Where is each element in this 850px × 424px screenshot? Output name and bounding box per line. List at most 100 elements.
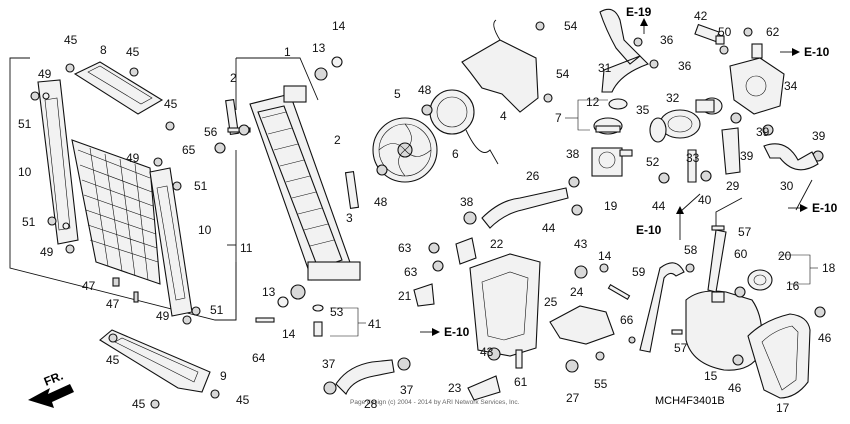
bolt-55 <box>595 351 605 361</box>
callout: 28 <box>364 397 378 411</box>
callout: 29 <box>726 179 740 193</box>
callout: 10 <box>18 165 32 179</box>
clamp-38-lower <box>463 211 477 225</box>
callout: 17 <box>776 401 790 415</box>
callout: 45 <box>132 397 146 411</box>
hose-60 <box>707 229 727 293</box>
callout: 45 <box>64 33 78 47</box>
callout: 2 <box>230 71 237 85</box>
callout: 57 <box>674 341 688 355</box>
callout: 58 <box>684 243 698 257</box>
callout: 54 <box>556 67 570 81</box>
hose-30 <box>763 143 819 171</box>
callout: 54 <box>564 19 578 33</box>
lower-cover <box>99 329 211 393</box>
callout-numbers: 1 2 2 3 4 5 6 7 8 9 10 10 11 12 13 13 14… <box>18 9 836 415</box>
hose-29 <box>721 127 741 175</box>
clip-58 <box>685 263 695 273</box>
hose-59 <box>639 262 685 353</box>
callout: 65 <box>182 143 196 157</box>
pump-pipe-33 <box>687 149 697 183</box>
callout: 43 <box>480 345 494 359</box>
rubber-strip-right <box>344 170 360 210</box>
callout: 2 <box>334 133 341 147</box>
callout: 63 <box>404 265 418 279</box>
upper-cover <box>73 61 164 115</box>
callout: 47 <box>82 279 96 293</box>
callout: 45 <box>126 45 140 59</box>
callout: 20 <box>778 249 792 263</box>
callout: 10 <box>198 223 212 237</box>
callout: 48 <box>418 83 432 97</box>
callout: 3 <box>346 211 353 225</box>
callout: 22 <box>490 237 504 251</box>
callout: 45 <box>106 353 120 367</box>
bolt-washers-left <box>30 63 220 409</box>
callout: 46 <box>728 381 742 395</box>
callout: 12 <box>586 95 600 109</box>
callout: 51 <box>210 303 224 317</box>
callout: 43 <box>574 237 588 251</box>
bolt-14-mid <box>599 263 609 273</box>
callout: 57 <box>738 225 752 239</box>
callout: 33 <box>686 151 700 165</box>
callout: 38 <box>460 195 474 209</box>
callout: 49 <box>156 309 170 323</box>
bolt-36-upper <box>633 37 643 47</box>
callout: 5 <box>394 87 401 101</box>
callout: 7 <box>555 111 562 125</box>
clamp-39-b <box>762 124 774 136</box>
callout: 32 <box>666 91 680 105</box>
side-shroud-left <box>37 79 79 245</box>
bolt-61 <box>515 349 523 369</box>
callout: 52 <box>646 155 660 169</box>
callout: 41 <box>368 317 382 331</box>
callout: 11 <box>240 241 253 255</box>
stay-24 <box>549 305 615 345</box>
radiator-cap <box>593 117 623 135</box>
callout: 51 <box>18 117 32 131</box>
callout: 51 <box>194 179 208 193</box>
ref-e10-top: E-10 <box>804 45 830 59</box>
callout: 14 <box>282 327 296 341</box>
grommet-lower <box>255 284 306 323</box>
bolt-44-lower <box>571 204 583 216</box>
callout: 14 <box>332 19 346 33</box>
callout: 51 <box>22 215 36 229</box>
bolt-46-lower <box>732 354 744 366</box>
callout: 23 <box>448 381 462 395</box>
callout: 46 <box>818 331 832 345</box>
fan-motor <box>429 89 499 165</box>
o-ring-52 <box>649 117 667 143</box>
callout: 37 <box>400 383 414 397</box>
bolt-55b <box>628 336 636 344</box>
callout: 15 <box>704 369 718 383</box>
bolt-63-lower <box>432 260 444 272</box>
diagram-code: MCH4F3401B <box>655 395 725 407</box>
callout: 60 <box>734 247 748 261</box>
callout: 9 <box>220 369 227 383</box>
bolt-56 <box>227 124 251 136</box>
callout: 26 <box>526 169 540 183</box>
arrow-e10-right <box>800 204 808 212</box>
callout: 66 <box>620 313 634 327</box>
callout: 45 <box>164 97 178 111</box>
hose-28 <box>335 359 395 395</box>
bracket-22 <box>455 237 477 265</box>
callout: 8 <box>100 43 107 57</box>
ref-e10-mid: E-10 <box>636 223 662 237</box>
bolt-54-top <box>535 21 545 31</box>
callout: 40 <box>698 193 712 207</box>
bolt-36-lower <box>649 59 659 69</box>
grommet-upper <box>314 56 343 81</box>
callout: 64 <box>252 351 266 365</box>
callout: 30 <box>780 179 794 193</box>
bolt-65 <box>214 142 226 154</box>
callout: 39 <box>812 129 826 143</box>
air-duct-25 <box>469 253 541 357</box>
thermostat-housing <box>729 43 785 115</box>
washer-50 <box>719 45 729 55</box>
rubber-strip-left <box>225 98 239 136</box>
radiator <box>249 85 361 281</box>
